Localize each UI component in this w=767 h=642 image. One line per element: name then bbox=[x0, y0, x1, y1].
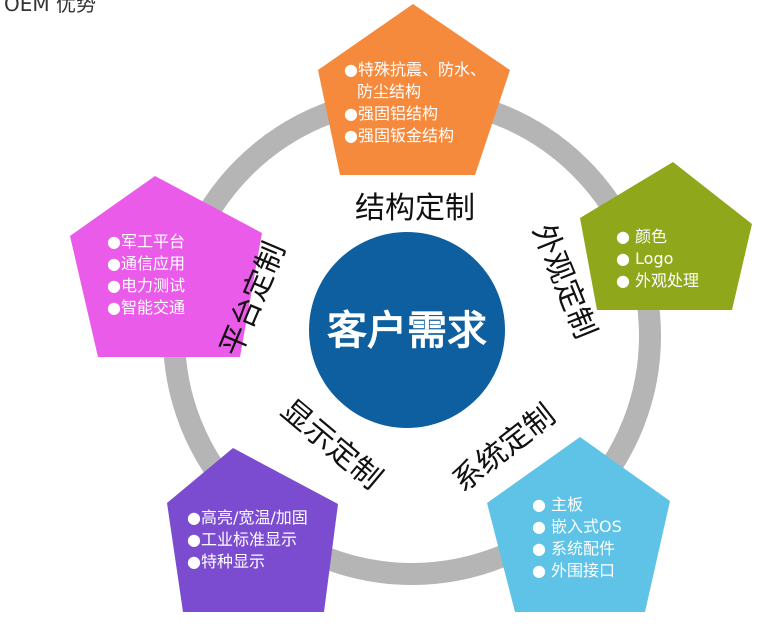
platform-item-4: ●智能交通 bbox=[107, 298, 185, 317]
node-system: ● 主板 ● 嵌入式OS ● 系统配件 ● 外围接口 bbox=[487, 437, 670, 612]
system-pentagon bbox=[487, 437, 670, 612]
appearance-pentagon bbox=[580, 162, 752, 310]
appearance-item-1: ● 颜色 bbox=[616, 227, 667, 246]
system-item-2: ● 嵌入式OS bbox=[532, 517, 622, 536]
structure-pentagon bbox=[318, 4, 510, 175]
appearance-item-3: ● 外观处理 bbox=[616, 271, 699, 290]
system-item-4: ● 外围接口 bbox=[532, 561, 615, 580]
structure-item-2: 防尘结构 bbox=[357, 82, 421, 101]
node-platform: ●军工平台 ●通信应用 ●电力测试 ●智能交通 bbox=[70, 176, 262, 357]
center-circle bbox=[309, 232, 505, 428]
node-appearance: ● 颜色 ● Logo ● 外观处理 bbox=[580, 162, 752, 310]
structure-label: 结构定制 bbox=[355, 191, 475, 226]
structure-item-1: ●特殊抗震、防水、 bbox=[344, 60, 486, 79]
display-item-2: ●工业标准显示 bbox=[187, 530, 297, 549]
display-pentagon bbox=[167, 448, 338, 612]
platform-pentagon bbox=[70, 176, 262, 357]
platform-item-1: ●军工平台 bbox=[107, 232, 185, 251]
structure-item-4: ●强固钣金结构 bbox=[344, 126, 454, 145]
appearance-item-2: ● Logo bbox=[616, 249, 673, 268]
platform-item-2: ●通信应用 bbox=[107, 254, 185, 273]
platform-item-3: ●电力测试 bbox=[107, 276, 185, 295]
node-structure: ●特殊抗震、防水、 防尘结构 ●强固铝结构 ●强固钣金结构 bbox=[318, 4, 510, 175]
node-display: ●高亮/宽温/加固 ●工业标准显示 ●特种显示 bbox=[167, 448, 338, 612]
display-item-1: ●高亮/宽温/加固 bbox=[187, 508, 308, 527]
system-item-1: ● 主板 bbox=[532, 495, 583, 514]
center-label: 客户需求 bbox=[327, 308, 487, 354]
structure-item-3: ●强固铝结构 bbox=[344, 104, 438, 123]
display-item-3: ●特种显示 bbox=[187, 552, 265, 571]
system-item-3: ● 系统配件 bbox=[532, 539, 615, 558]
top-left-text: OEM 优势 bbox=[4, 0, 96, 16]
